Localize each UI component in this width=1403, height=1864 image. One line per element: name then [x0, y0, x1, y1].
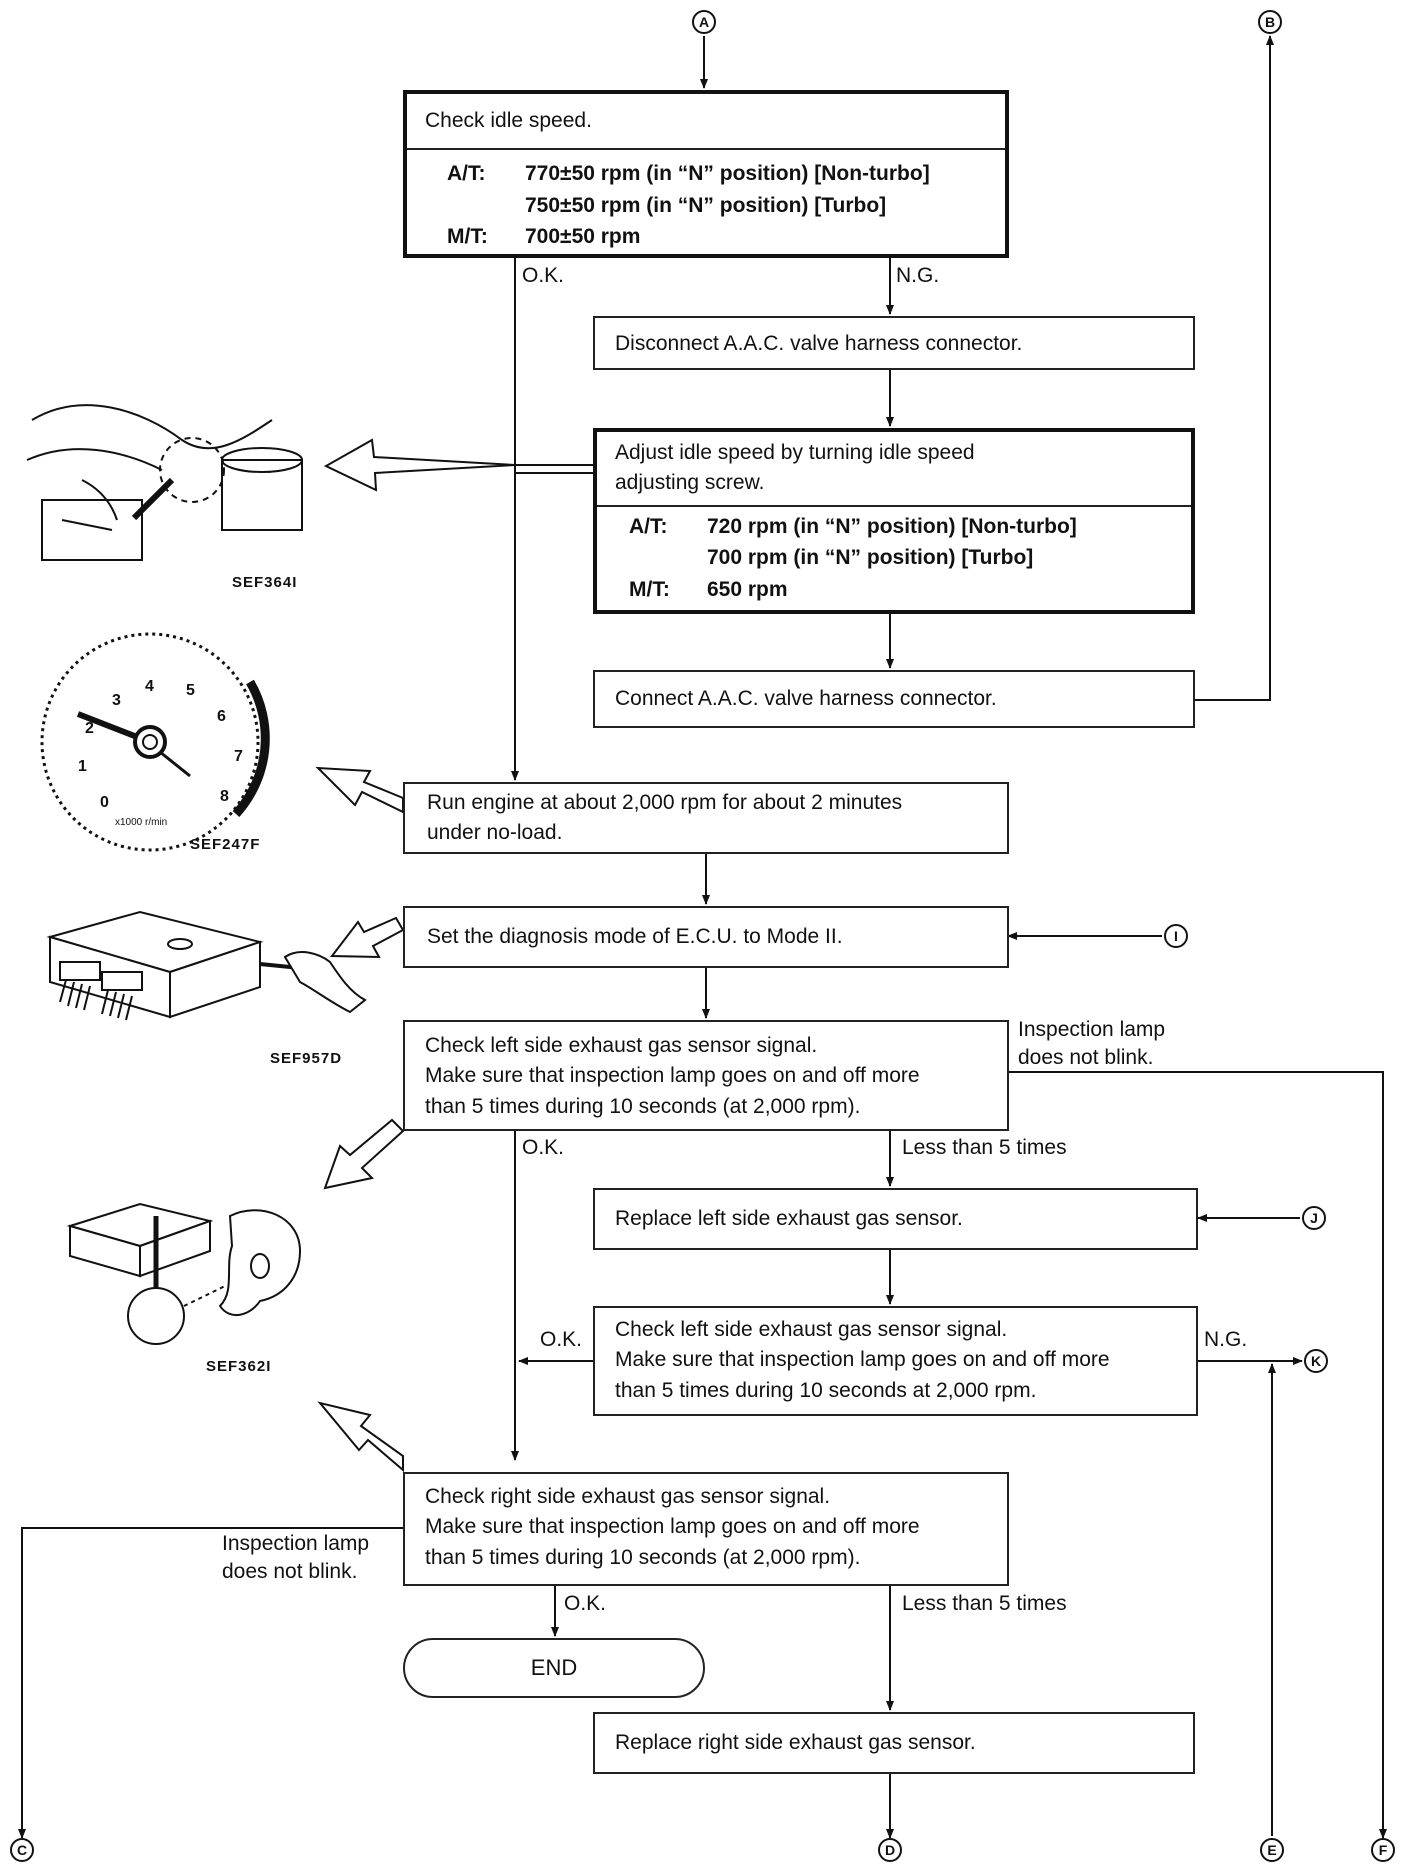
no-blink-line: does not blink.	[222, 1560, 358, 1584]
figure-code-engine: SEF364I	[232, 574, 298, 591]
check-left-sensor-box: Check left side exhaust gas sensor signa…	[403, 1020, 1009, 1131]
figure-code-ecu: SEF957D	[270, 1050, 343, 1067]
check-right-line: Make sure that inspection lamp goes on a…	[425, 1515, 920, 1539]
ok-label: O.K.	[522, 264, 565, 287]
spec-value: 770±50 rpm (in “N” position) [Non-turbo]	[525, 162, 930, 186]
connector-j: J	[1302, 1206, 1326, 1230]
check-right-sensor-box: Check right side exhaust gas sensor sign…	[403, 1472, 1009, 1586]
run-engine-line: under no-load.	[427, 821, 563, 845]
check-idle-speed-box: Check idle speed. A/T: 770±50 rpm (in “N”…	[403, 90, 1009, 258]
check-left-line: Check left side exhaust gas sensor signa…	[425, 1034, 818, 1057]
spec-label: A/T:	[629, 514, 668, 538]
connect-aac-box: Connect A.A.C. valve harness connector.	[593, 670, 1195, 728]
no-blink-label: Inspection lamp does not blink.	[1018, 1016, 1165, 1073]
tach-number: 3	[112, 692, 121, 709]
connector-b: B	[1258, 10, 1282, 34]
replace-right-sensor-box: Replace right side exhaust gas sensor.	[593, 1712, 1195, 1774]
set-diagnosis-mode-box: Set the diagnosis mode of E.C.U. to Mode…	[403, 906, 1009, 968]
disconnect-aac-text: Disconnect A.A.C. valve harness connecto…	[615, 332, 1023, 355]
spec-value: 650 rpm	[707, 577, 788, 601]
ok-label: O.K.	[522, 1136, 565, 1159]
replace-left-sensor-box: Replace left side exhaust gas sensor.	[593, 1188, 1198, 1250]
figure-code-lamp: SEF362I	[206, 1358, 272, 1375]
ecu-mode-screw-illustration	[46, 910, 367, 1021]
adjust-spec: A/T: 720 rpm (in “N” position) [Non-turbo…	[597, 507, 1191, 610]
connector-i: I	[1164, 924, 1188, 948]
engine-bay-illustration	[22, 380, 308, 570]
replace-right-sensor-text: Replace right side exhaust gas sensor.	[615, 1731, 976, 1754]
spec-label: M/T:	[447, 225, 488, 249]
spec-value: 700±50 rpm	[525, 225, 641, 249]
spec-value: 720 rpm (in “N” position) [Non-turbo]	[707, 514, 1077, 538]
ok-label: O.K.	[564, 1592, 607, 1615]
spec-label: M/T:	[629, 577, 670, 601]
check-left-sensor-text: Check left side exhaust gas sensor signa…	[405, 1022, 1007, 1131]
tach-number: 1	[78, 758, 87, 775]
run-engine-line: Run engine at about 2,000 rpm for about …	[427, 791, 903, 814]
idle-speed-spec: A/T: 770±50 rpm (in “N” position) [Non-tu…	[407, 150, 1005, 261]
set-diagnosis-mode-text: Set the diagnosis mode of E.C.U. to Mode…	[427, 925, 843, 948]
check-left-line: than 5 times during 10 seconds (at 2,000…	[425, 1094, 861, 1118]
recheck-left-line: Make sure that inspection lamp goes on a…	[615, 1348, 1110, 1372]
no-blink-line: does not blink.	[1018, 1046, 1154, 1070]
figure-code-tach: SEF247F	[190, 836, 261, 853]
tach-number: 4	[145, 678, 154, 695]
ok-label: O.K.	[540, 1328, 583, 1351]
check-idle-speed-title: Check idle speed.	[407, 94, 1005, 151]
ng-label: N.G.	[1204, 1328, 1248, 1351]
run-engine-text: Run engine at about 2,000 rpm for about …	[405, 784, 1007, 853]
check-left-line: Make sure that inspection lamp goes on a…	[425, 1064, 920, 1088]
check-right-line: than 5 times during 10 seconds (at 2,000…	[425, 1545, 861, 1569]
connector-a: A	[692, 10, 716, 34]
spec-value: 750±50 rpm (in “N” position) [Turbo]	[525, 193, 887, 217]
connector-f: F	[1371, 1838, 1395, 1862]
run-engine-box: Run engine at about 2,000 rpm for about …	[403, 782, 1009, 854]
recheck-left-sensor-box: Check left side exhaust gas sensor signa…	[593, 1306, 1198, 1416]
check-right-line: Check right side exhaust gas sensor sign…	[425, 1485, 831, 1508]
replace-left-sensor-text: Replace left side exhaust gas sensor.	[615, 1207, 963, 1230]
adjust-idle-speed-box: Adjust idle speed by turning idle speed …	[593, 428, 1195, 614]
connector-k: K	[1304, 1349, 1328, 1373]
tach-number: 6	[217, 708, 226, 725]
connect-aac-text: Connect A.A.C. valve harness connector.	[615, 687, 997, 710]
tach-number: 5	[186, 682, 195, 699]
ng-label: N.G.	[896, 264, 940, 287]
check-right-sensor-text: Check right side exhaust gas sensor sign…	[405, 1474, 1007, 1581]
connector-c: C	[10, 1838, 34, 1862]
no-blink-label: Inspection lamp does not blink.	[222, 1530, 369, 1587]
adjust-title-line: Adjust idle speed by turning idle speed	[615, 441, 975, 464]
recheck-left-line: than 5 times during 10 seconds at 2,000 …	[615, 1378, 1037, 1402]
spec-label: A/T:	[447, 162, 486, 186]
tach-number: 0	[100, 794, 109, 811]
no-blink-line: Inspection lamp	[1018, 1018, 1166, 1041]
recheck-left-line: Check left side exhaust gas sensor signa…	[615, 1318, 1008, 1341]
less-than-label: Less than 5 times	[902, 1592, 1067, 1615]
adjust-idle-speed-title: Adjust idle speed by turning idle speed …	[597, 432, 1191, 507]
ecu-lamp-observation-illustration	[66, 1202, 302, 1345]
disconnect-aac-box: Disconnect A.A.C. valve harness connecto…	[593, 316, 1195, 370]
tach-number: 2	[85, 720, 94, 737]
tach-number: 8	[220, 788, 229, 805]
no-blink-line: Inspection lamp	[222, 1532, 370, 1555]
tach-unit: x1000 r/min	[115, 817, 168, 828]
less-than-label: Less than 5 times	[902, 1136, 1067, 1159]
tachometer-illustration	[40, 632, 270, 852]
spec-value: 700 rpm (in “N” position) [Turbo]	[707, 546, 1034, 570]
recheck-left-sensor-text: Check left side exhaust gas sensor signa…	[595, 1308, 1196, 1413]
tach-number: 7	[234, 748, 243, 765]
adjust-title-line: adjusting screw.	[615, 471, 765, 495]
connector-d: D	[878, 1838, 902, 1862]
end-terminal: END	[403, 1638, 705, 1698]
connector-e: E	[1260, 1838, 1284, 1862]
